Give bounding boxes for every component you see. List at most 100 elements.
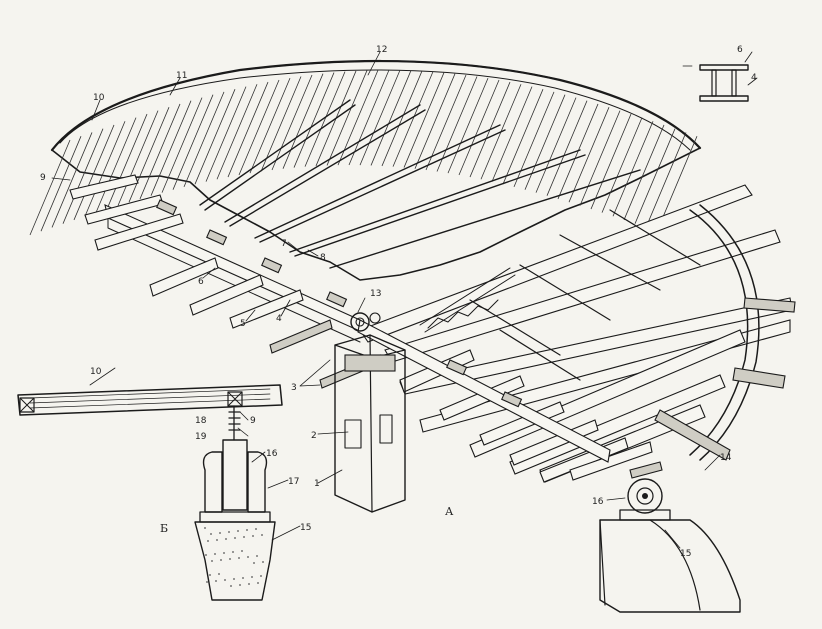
concrete-texture-dot [218,573,220,575]
concrete-texture-dot [216,539,218,541]
concrete-texture-dot [246,529,248,531]
concrete-texture-dot [219,532,221,534]
concrete-texture-dot [229,558,231,560]
deck-plank-line [304,71,346,167]
section-label-a: А [445,505,454,518]
deck-plank-line [612,121,654,217]
concrete-texture-dot [230,585,232,587]
deck-plank-line [546,100,588,196]
deck-plank-line [502,89,544,185]
concrete-texture-dot [211,560,213,562]
concrete-texture-dot [248,583,250,585]
deck-plank-line [491,86,533,182]
deck-plank-line [95,117,137,213]
concrete-texture-dot [223,552,225,554]
label-10-detail: 10 [90,367,102,377]
concrete-texture-dot [247,556,249,558]
concrete-texture-dot [209,574,211,576]
concrete-texture-dot [255,528,257,530]
deck-plank-line [326,70,368,166]
deck-plank-line [282,73,324,169]
label-9-detail: 9 [250,416,256,426]
deck-plank-line [51,132,93,228]
label-8: 8 [320,253,326,263]
deck-plank-line [425,74,467,171]
deck-plank-line [194,89,236,185]
deck-plank-line [535,97,577,193]
label-16-right: 16 [592,497,604,507]
concrete-texture-dot [239,584,241,586]
deck-plank-line [447,77,489,174]
concrete-texture-dot [210,533,212,535]
deck-plank-line [183,91,225,188]
deck-plank-line [271,74,313,171]
roof-deck [29,59,702,281]
label-15: 15 [300,523,311,533]
concrete-texture-dot [214,553,216,555]
deck-plank-line [139,103,181,200]
inset-ibeam [682,51,758,102]
concrete-texture-dot [241,550,243,552]
concrete-texture-dot [224,579,226,581]
concrete-texture-dot [234,537,236,539]
central-column [334,312,406,513]
concrete-texture-dot [242,577,244,579]
deck-plank-line [216,84,258,180]
deck-plank-line [436,76,478,172]
concrete-texture-dot [228,531,230,533]
concrete-texture-dot [251,576,253,578]
concrete-texture-dot [238,557,240,559]
label-2: 2 [311,431,317,441]
detail-b-support [17,384,283,601]
deck-plank-line [150,100,192,196]
concrete-texture-dot [232,551,234,553]
label-19: 19 [195,432,207,442]
deck-plank-line [634,128,676,224]
label-11: 11 [176,71,187,81]
label-14: 14 [720,453,732,463]
deck-plank-line [172,94,214,190]
label-12: 12 [376,45,387,55]
deck-plank-line [348,69,390,166]
deck-plank-line [260,76,302,172]
deck-plank-line [392,71,434,167]
concrete-texture-dot [243,536,245,538]
deck-plank-line [623,124,665,221]
concrete-texture-dot [260,575,262,577]
deck-plank-line [568,107,610,203]
deck-plank-line [128,107,170,203]
label-5: 5 [240,319,246,329]
concrete-texture-dot [256,555,258,557]
concrete-texture-dot [225,538,227,540]
deck-plank-line [458,79,500,176]
label-15-right: 15 [680,549,691,559]
deck-plank-line [62,128,104,224]
deck-plank-line [359,69,401,166]
leader-lines [51,51,721,549]
deck-plank-line [293,72,335,168]
label-6-inset: 6 [737,45,743,55]
label-4-inset: 4 [751,73,757,83]
deck-plank-line [645,132,687,228]
concrete-texture-dot [207,540,209,542]
deck-plank-line [370,70,412,166]
section-label-b: Б [160,522,168,535]
label-7: 7 [281,239,287,249]
deck-planks [29,69,698,236]
label-17: 17 [288,477,299,487]
label-16: 16 [266,449,278,459]
concrete-texture-dot [262,561,264,563]
concrete-texture-dot [252,535,254,537]
label-18: 18 [195,416,207,426]
concrete-texture-dot [206,581,208,583]
deck-plank-line [579,110,621,206]
deck-plank-line [524,94,566,190]
concrete-texture-dot [237,530,239,532]
concrete-texture-dot [215,580,217,582]
deck-plank-line [249,77,291,174]
part-labels: 1 2 3 4 4 5 6 6 7 8 9 9 10 10 11 12 13 1… [40,45,757,559]
deck-plank-line [106,113,148,210]
concrete-texture-dot [233,578,235,580]
label-13: 13 [370,289,381,299]
